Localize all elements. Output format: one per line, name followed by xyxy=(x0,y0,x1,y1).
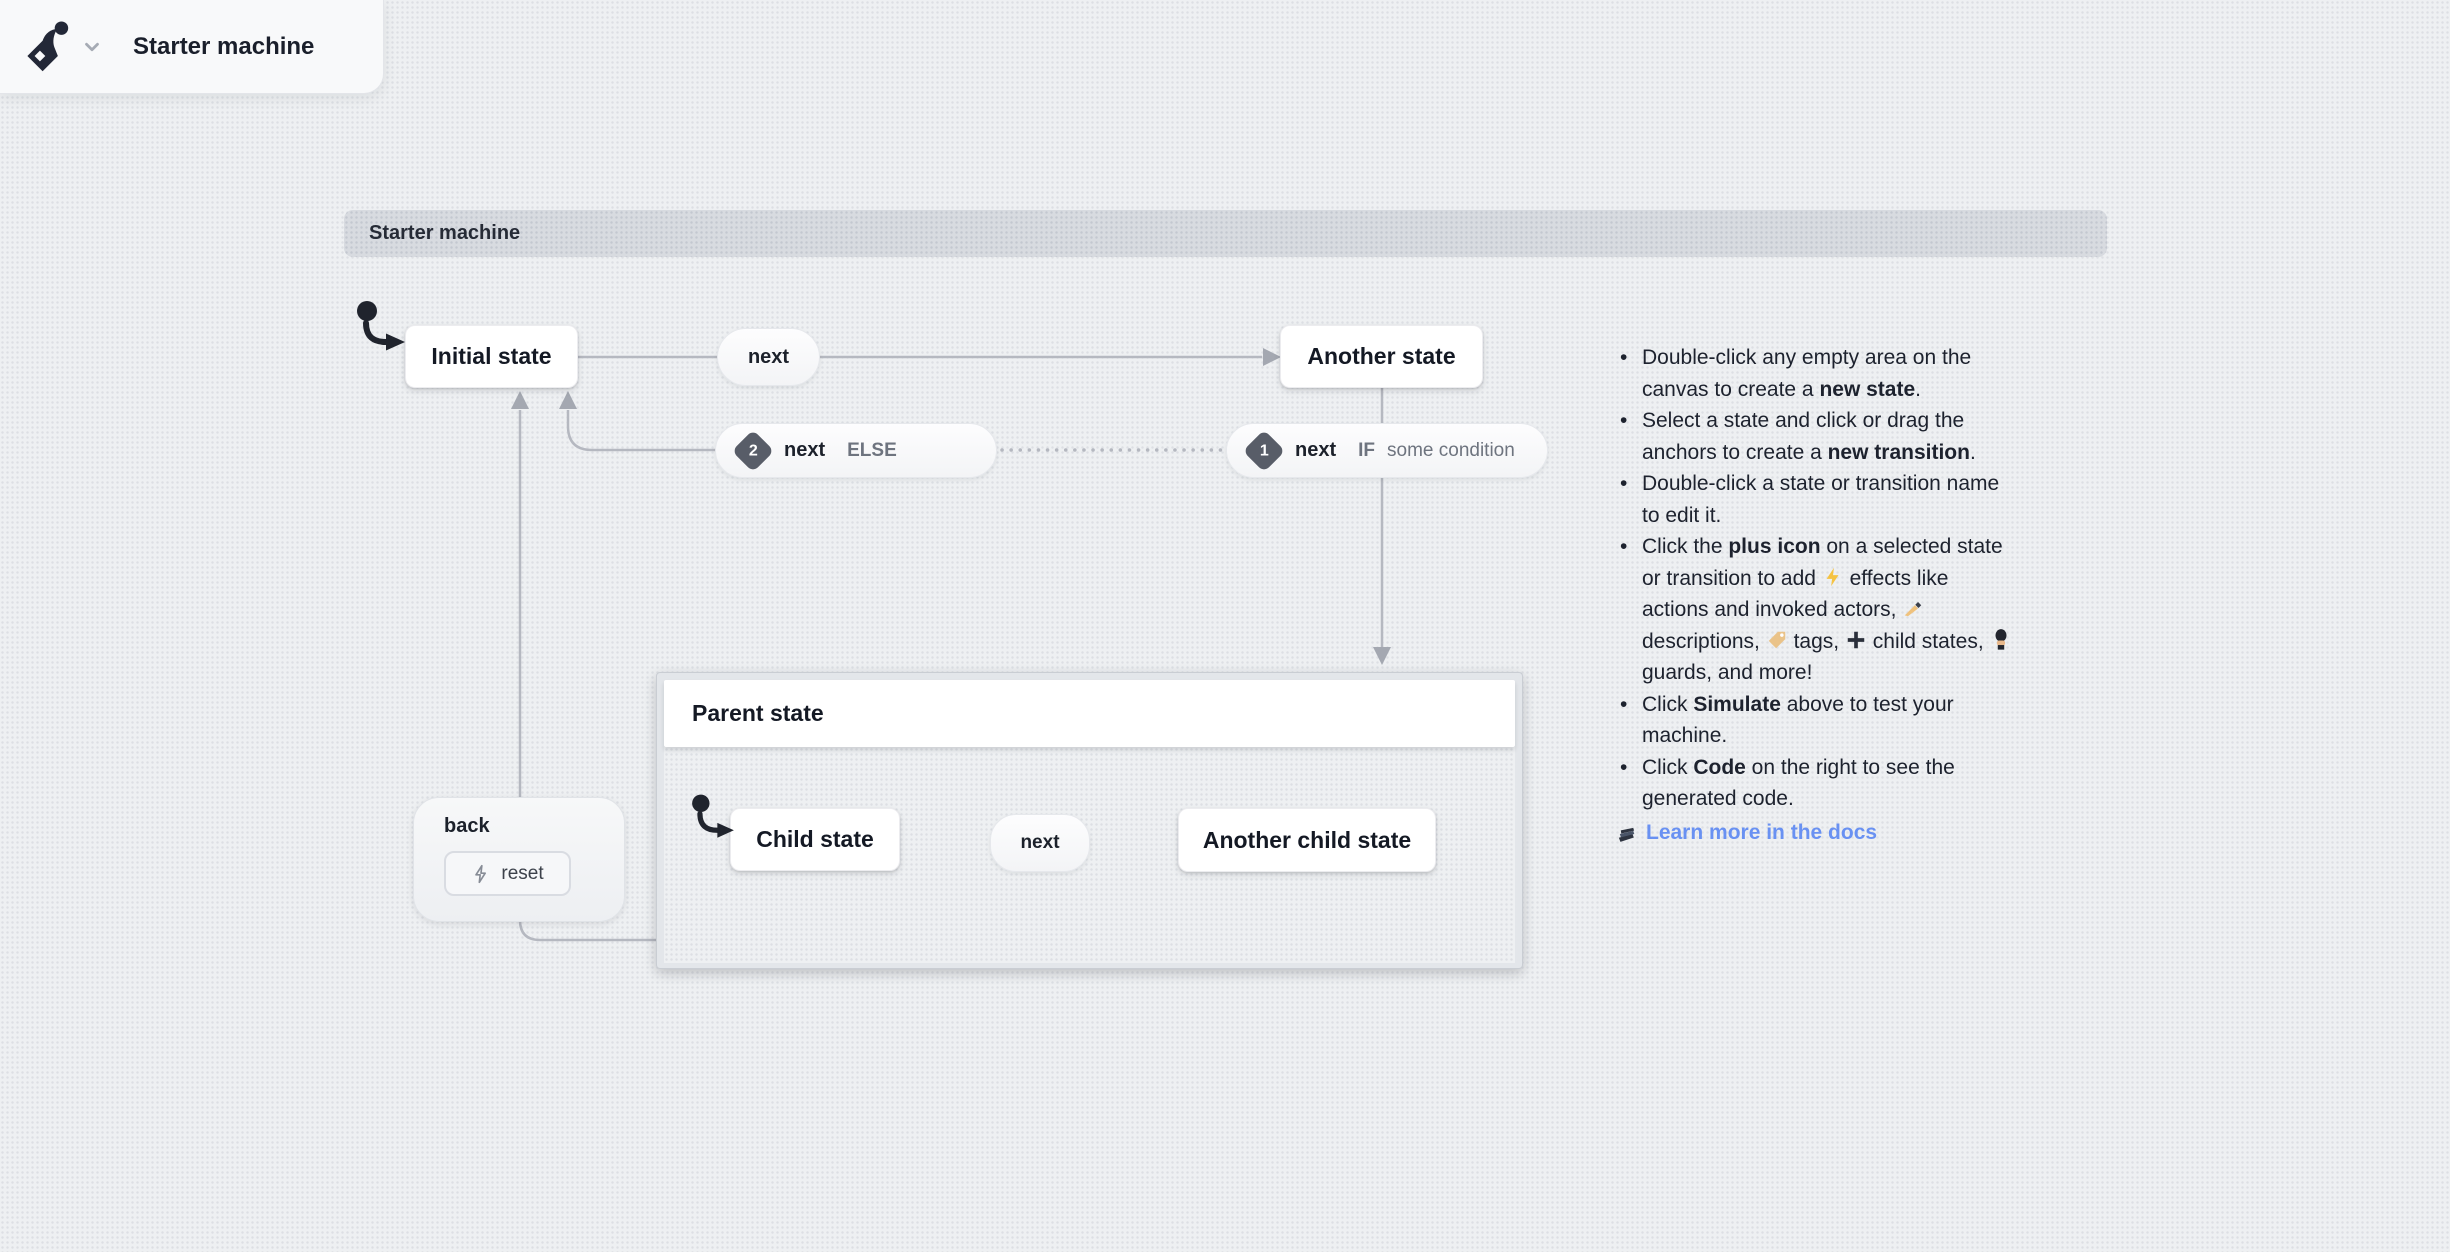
lightning-icon xyxy=(475,864,487,883)
writing-hand-emoji xyxy=(1902,597,1924,619)
machine-name-title[interactable]: Starter machine xyxy=(133,32,315,60)
else-keyword: ELSE xyxy=(847,439,897,461)
instruction-item: Double-click a state or transition name … xyxy=(1616,468,2020,531)
reset-action[interactable]: reset xyxy=(444,851,571,896)
transition-order-badge: 1 xyxy=(1242,429,1286,472)
lightning-emoji xyxy=(1822,566,1844,588)
docs-link[interactable]: Learn more in the docs xyxy=(1616,817,2020,849)
transition-back[interactable]: back reset xyxy=(413,797,625,922)
transition-back-label: back xyxy=(444,815,490,837)
if-keyword: IF xyxy=(1358,439,1376,461)
state-another-child[interactable]: Another child state xyxy=(1178,808,1436,872)
machine-title-bar[interactable]: Starter machine xyxy=(344,210,2107,257)
transition-next-if[interactable]: 1 next IF some condition xyxy=(1226,423,1548,478)
docs-link-label: Learn more in the docs xyxy=(1646,820,1878,844)
instructions-panel: Double-click any empty area on the canva… xyxy=(1616,342,2020,848)
transition-next-else-label: next xyxy=(784,439,826,461)
machine-title: Starter machine xyxy=(369,222,521,244)
initial-state-marker-icon xyxy=(357,301,405,351)
transition-next-else[interactable]: 2 next ELSE xyxy=(715,423,997,478)
instruction-item: Double-click any empty area on the canva… xyxy=(1616,342,2020,405)
guard-condition: some condition xyxy=(1387,439,1515,461)
state-another-child-label: Another child state xyxy=(1202,826,1412,853)
instructions-list: Double-click any empty area on the canva… xyxy=(1616,342,2020,815)
tag-emoji xyxy=(1766,629,1788,651)
chevron-down-icon[interactable] xyxy=(81,36,103,58)
state-child-label: Child state xyxy=(756,826,874,852)
transition-order-badge: 2 xyxy=(731,429,775,472)
state-parent-label: Parent state xyxy=(692,700,824,726)
state-parent-header[interactable]: Parent state xyxy=(664,680,1515,747)
transition-next[interactable]: next xyxy=(717,328,820,386)
transition-child-next[interactable]: next xyxy=(990,814,1090,872)
instruction-item: Click Simulate above to test your machin… xyxy=(1616,689,2020,752)
instruction-item: Select a state and click or drag the anc… xyxy=(1616,405,2020,468)
state-another-label: Another state xyxy=(1307,343,1456,369)
stately-logo[interactable] xyxy=(23,20,73,73)
guard-emoji xyxy=(1990,628,2012,651)
reset-action-label: reset xyxy=(501,862,544,884)
state-another[interactable]: Another state xyxy=(1280,325,1483,388)
instruction-item: Click the plus icon on a selected state … xyxy=(1616,531,2020,689)
books-emoji xyxy=(1616,821,1639,844)
state-initial-label: Initial state xyxy=(431,343,552,369)
state-child[interactable]: Child state xyxy=(730,808,900,871)
state-initial[interactable]: Initial state xyxy=(405,325,578,388)
instruction-item: Click Code on the right to see the gener… xyxy=(1616,752,2020,815)
transition-child-next-label: next xyxy=(1020,832,1060,853)
app-header: Starter machine xyxy=(0,0,384,94)
transition-next-label: next xyxy=(747,345,790,368)
transition-next-if-label: next xyxy=(1295,439,1337,461)
plus-emoji xyxy=(1845,629,1867,651)
